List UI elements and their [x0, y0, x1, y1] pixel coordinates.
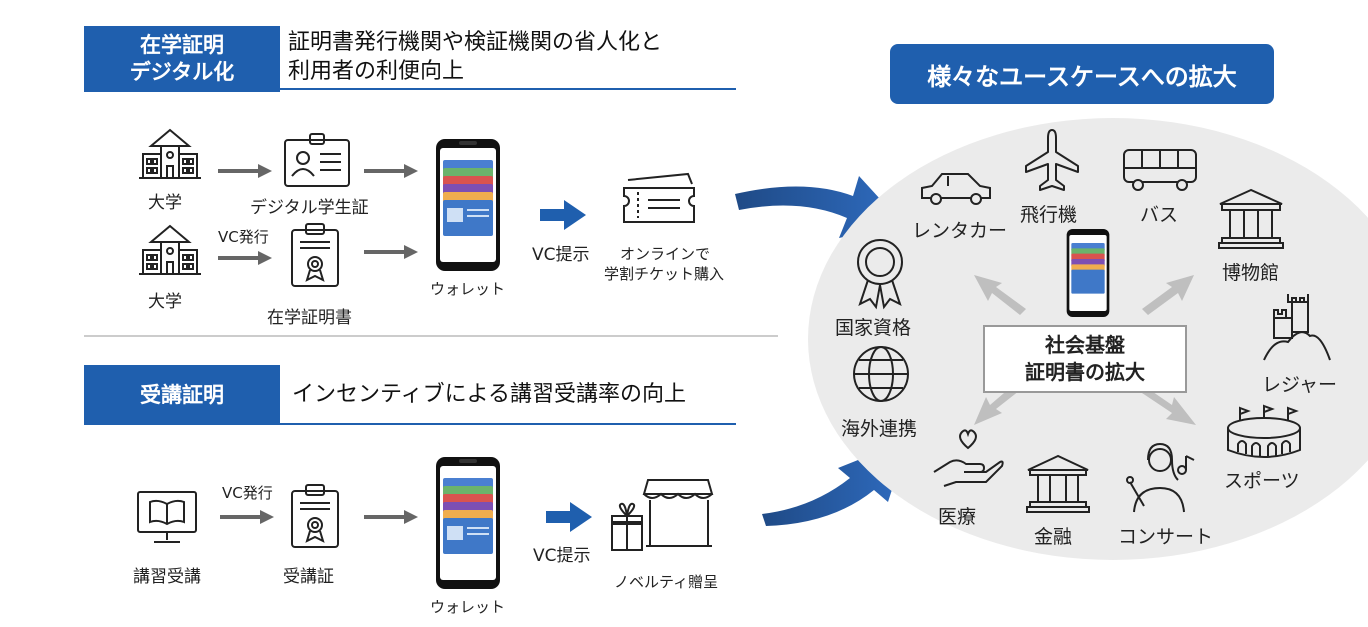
national-qual-label: 国家資格: [835, 317, 912, 339]
attendance-cert-label: 受講証: [283, 567, 334, 587]
section2-heading: インセンティブによる講習受講率の向上: [292, 382, 687, 407]
course-label: 講習受講: [133, 567, 201, 587]
digital-student-id-label: デジタル学生証: [250, 198, 369, 218]
ticket-icon: [623, 172, 695, 223]
section1-tag: 在学証明 デジタル化: [84, 26, 280, 92]
gift-shop-icon: [611, 479, 714, 551]
finance-label: 金融: [1034, 526, 1073, 548]
car-icon: [921, 173, 991, 205]
use-case-title: 様々なユースケースへの拡大: [890, 44, 1274, 104]
online-course-icon: [137, 491, 197, 543]
section2-tag-text: 受講証明: [140, 382, 224, 407]
arrow-right-icon: [364, 510, 418, 524]
leisure-label: レジャー: [1262, 374, 1338, 396]
museum-icon: [1218, 188, 1284, 249]
section1-heading-line1: 証明書発行機関や検証機関の省人化と: [288, 30, 663, 55]
section1-tag-line2: デジタル化: [129, 60, 235, 84]
online-line1-label: オンラインで: [620, 245, 711, 263]
airplane-icon: [1025, 129, 1079, 191]
bus-icon: [1123, 149, 1197, 191]
sports-label: スポーツ: [1224, 470, 1300, 492]
section1-tag-line1: 在学証明: [140, 33, 224, 57]
overseas-label: 海外連携: [841, 418, 918, 440]
phone-wallet-icon: [436, 139, 500, 271]
arrow-right-icon: [364, 245, 418, 259]
bank-icon: [1026, 454, 1090, 513]
section-divider: [84, 335, 778, 337]
medal-icon: [857, 239, 903, 310]
id-card-icon: [284, 133, 350, 187]
phone-wallet-icon: [436, 457, 500, 589]
vc-present-label-2: VC提示: [533, 546, 591, 566]
radiate-arrows: [974, 275, 1196, 425]
university-icon: [139, 128, 201, 179]
section1-underline: [84, 88, 736, 90]
airplane-label: 飛行機: [1020, 204, 1078, 226]
novelty-label: ノベルティ贈呈: [614, 573, 719, 591]
rental-car-label: レンタカー: [912, 220, 1008, 242]
section2-underline: [84, 423, 736, 425]
arrow-right-icon: [364, 164, 418, 178]
blue-arrow-icon: [546, 502, 592, 532]
castle-icon: [1263, 294, 1331, 361]
singer-icon: [1126, 442, 1195, 513]
arrow-right-icon: [218, 251, 272, 265]
arrow-right-icon: [218, 164, 272, 178]
certificate-icon: [291, 223, 339, 287]
university-label-1: 大学: [148, 193, 182, 213]
center-line1: 社会基盤: [1045, 333, 1125, 357]
medical-label: 医療: [938, 506, 977, 528]
vc-issue-label-2: VC発行: [222, 484, 273, 502]
globe-icon: [853, 346, 909, 402]
university-label-2: 大学: [148, 292, 182, 312]
vc-issue-label: VC発行: [218, 228, 269, 246]
concert-label: コンサート: [1118, 526, 1214, 548]
section1-heading-line2: 利用者の利便向上: [288, 59, 465, 84]
enrollment-cert-label: 在学証明書: [267, 308, 352, 328]
center-box: 社会基盤 証明書の拡大: [983, 325, 1187, 393]
arrow-right-icon: [220, 510, 274, 524]
blue-arrow-icon: [540, 200, 586, 230]
stadium-icon: [1227, 404, 1301, 458]
center-line2: 証明書の拡大: [1025, 360, 1145, 384]
wallet-label-2: ウォレット: [430, 598, 506, 616]
online-line2-label: 学割チケット購入: [604, 265, 725, 283]
certificate-icon: [291, 484, 339, 548]
section1-heading: 証明書発行機関や検証機関の省人化と 利用者の利便向上: [288, 28, 662, 86]
museum-label: 博物館: [1222, 262, 1280, 284]
phone-wallet-icon: [1066, 229, 1110, 317]
wallet-label-1: ウォレット: [430, 280, 506, 298]
university-icon: [139, 224, 201, 275]
hand-heart-icon: [933, 429, 1004, 487]
section2-tag: 受講証明: [84, 365, 280, 425]
bus-label: バス: [1140, 204, 1179, 226]
vc-present-label-1: VC提示: [532, 245, 590, 265]
